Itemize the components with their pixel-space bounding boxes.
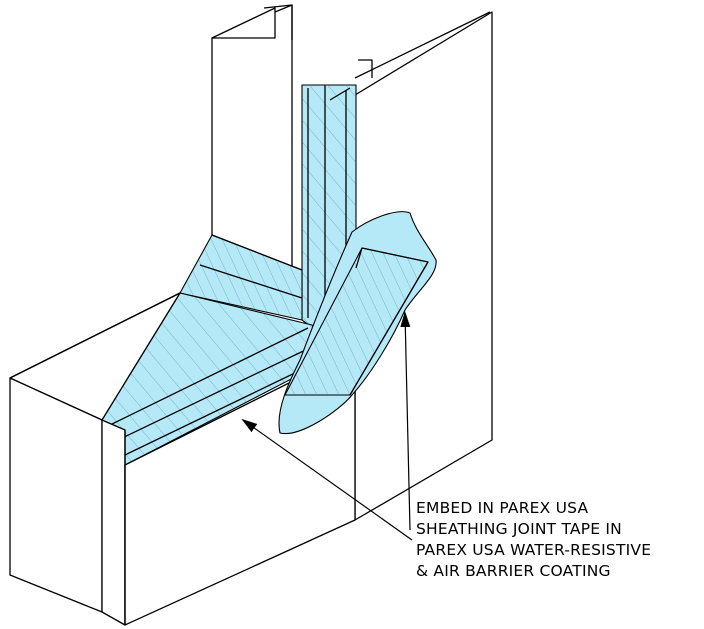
callout-line-1: EMBED IN PAREX USA <box>416 499 588 517</box>
vertical-stud <box>211 4 293 301</box>
diagonal-tape-flap <box>278 211 437 435</box>
callout-note: EMBED IN PAREX USA SHEATHING JOINT TAPE … <box>416 499 651 580</box>
callout-line-4: & AIR BARRIER COATING <box>416 562 611 580</box>
callout-leaders <box>241 311 413 541</box>
horizontal-joint-tape <box>101 234 331 466</box>
callout-line-2: SHEATHING JOINT TAPE IN <box>416 520 622 538</box>
callout-line-3: PAREX USA WATER-RESISTIVE <box>416 541 651 559</box>
